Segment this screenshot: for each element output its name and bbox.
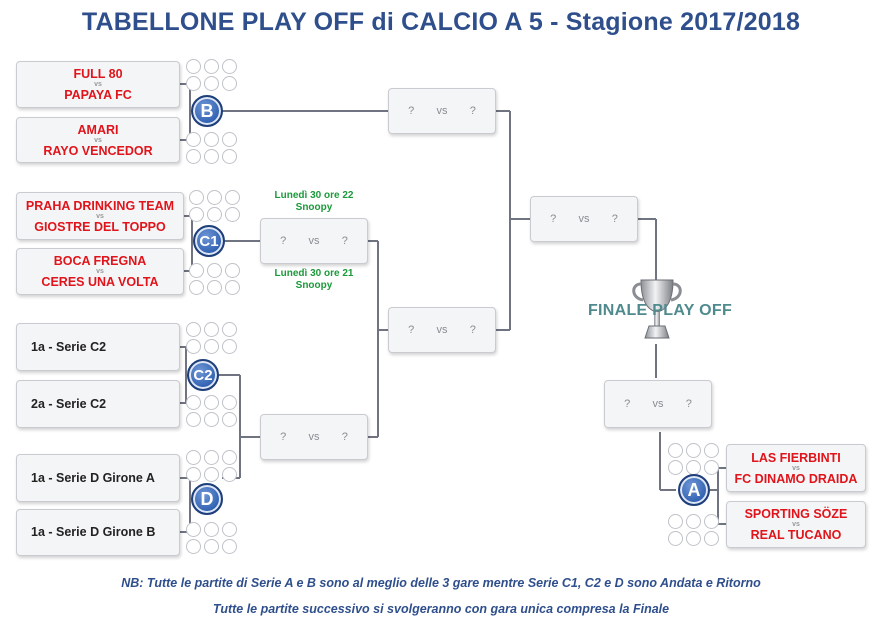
- match-a2: SPORTING SÖZE vs REAL TUCANO: [726, 501, 866, 548]
- score-circles: [186, 522, 237, 554]
- group-badge-c1: C1: [193, 225, 225, 257]
- vs-label: vs: [436, 324, 448, 336]
- match-db: 1a - Serie D Girone B: [16, 509, 180, 556]
- note-line: Lunedì 30 ore 21: [274, 268, 354, 279]
- match-r2-bottom: ? vs?: [260, 414, 368, 460]
- vs-label: vs: [96, 212, 104, 220]
- vs-label: vs: [94, 81, 102, 88]
- vs-label: vs: [792, 464, 800, 472]
- match-r2-top: ? vs?: [260, 218, 368, 264]
- note-line: Snoopy: [295, 280, 333, 291]
- score-circles: [186, 395, 237, 427]
- score-circles: [189, 190, 240, 222]
- score-circles: [186, 450, 237, 482]
- group-badge-d: D: [191, 483, 223, 515]
- score-circles: [186, 322, 237, 354]
- footer-note-1: NB: Tutte le partite di Serie A e B sono…: [121, 576, 761, 590]
- team-home: LAS FIERBINTI: [751, 450, 841, 465]
- vs-label: vs: [94, 136, 102, 144]
- group-badge-a: A: [678, 474, 710, 506]
- home-slot: ?: [550, 213, 557, 225]
- away-slot: ?: [469, 105, 476, 117]
- final-label: FINALE PLAY OFF: [587, 302, 733, 319]
- match-q-top: ? vs?: [388, 88, 496, 134]
- team-home: FULL 80: [73, 67, 123, 81]
- vs-label: vs: [578, 213, 590, 225]
- page-title: TABELLONE PLAY OFF di CALCIO A 5 - Stagi…: [81, 8, 801, 36]
- match-b1: FULL 80 vs PAPAYA FC: [16, 61, 180, 108]
- match-q-bottom: ? vs?: [388, 307, 496, 353]
- match-a1: LAS FIERBINTI vs FC DINAMO DRAIDA: [726, 444, 866, 492]
- team-home: SPORTING SÖZE: [744, 507, 848, 521]
- match-semi-left: ? vs?: [530, 196, 638, 242]
- home-slot: ?: [408, 105, 415, 117]
- team-home: PRAHA DRINKING TEAM: [25, 198, 175, 213]
- footer-note-2: Tutte le partite successivo si svolgeran…: [212, 602, 670, 616]
- group-badge-c2: C2: [187, 359, 219, 391]
- team-away: FC DINAMO DRAIDA: [734, 471, 858, 486]
- away-slot: ?: [341, 235, 348, 247]
- match-note-bottom: Lunedì 30 ore 21 Snoopy: [258, 268, 370, 292]
- vs-label: vs: [308, 431, 320, 443]
- team-home: AMARI: [77, 122, 119, 137]
- team-home: BOCA FREGNA: [53, 254, 147, 268]
- match-note-top: Lunedì 30 ore 22 Snoopy: [258, 190, 370, 214]
- slot-label: 1a - Serie C2: [31, 339, 107, 354]
- vs-label: vs: [96, 268, 104, 275]
- vs-label: vs: [436, 105, 448, 117]
- slot-label: 1a - Serie D Girone B: [31, 525, 156, 540]
- trophy-icon: [627, 276, 687, 346]
- match-semi-right: ? vs?: [604, 380, 712, 428]
- vs-label: vs: [792, 521, 800, 528]
- home-slot: ?: [624, 398, 631, 410]
- match-b2: AMARI vs RAYO VENCEDOR: [16, 117, 180, 163]
- vs-label: vs: [308, 235, 320, 247]
- match-c2b: 2a - Serie C2: [16, 380, 180, 428]
- note-line: Snoopy: [295, 202, 333, 213]
- group-badge-b: B: [191, 95, 223, 127]
- slot-label: 2a - Serie C2: [31, 396, 107, 411]
- home-slot: ?: [280, 431, 287, 443]
- away-slot: ?: [685, 398, 692, 410]
- match-c2a: 1a - Serie C2: [16, 323, 180, 371]
- vs-label: vs: [652, 398, 664, 410]
- slot-label: 1a - Serie D Girone A: [31, 470, 155, 485]
- score-circles: [186, 132, 237, 164]
- away-slot: ?: [611, 213, 618, 225]
- team-away: CERES UNA VOLTA: [41, 275, 159, 289]
- score-circles: [186, 59, 237, 91]
- away-slot: ?: [341, 431, 348, 443]
- team-away: REAL TUCANO: [750, 528, 842, 542]
- home-slot: ?: [280, 235, 287, 247]
- home-slot: ?: [408, 324, 415, 336]
- score-circles: [189, 263, 240, 295]
- away-slot: ?: [469, 324, 476, 336]
- team-away: PAPAYA FC: [64, 88, 132, 102]
- team-away: GIOSTRE DEL TOPPO: [34, 219, 166, 234]
- team-away: RAYO VENCEDOR: [43, 143, 153, 158]
- score-circles: [668, 514, 719, 546]
- score-circles: [668, 443, 719, 475]
- match-c1a: PRAHA DRINKING TEAM vs GIOSTRE DEL TOPPO: [16, 192, 184, 240]
- match-c1b: BOCA FREGNA vs CERES UNA VOLTA: [16, 248, 184, 295]
- note-line: Lunedì 30 ore 22: [274, 190, 354, 201]
- match-da: 1a - Serie D Girone A: [16, 454, 180, 502]
